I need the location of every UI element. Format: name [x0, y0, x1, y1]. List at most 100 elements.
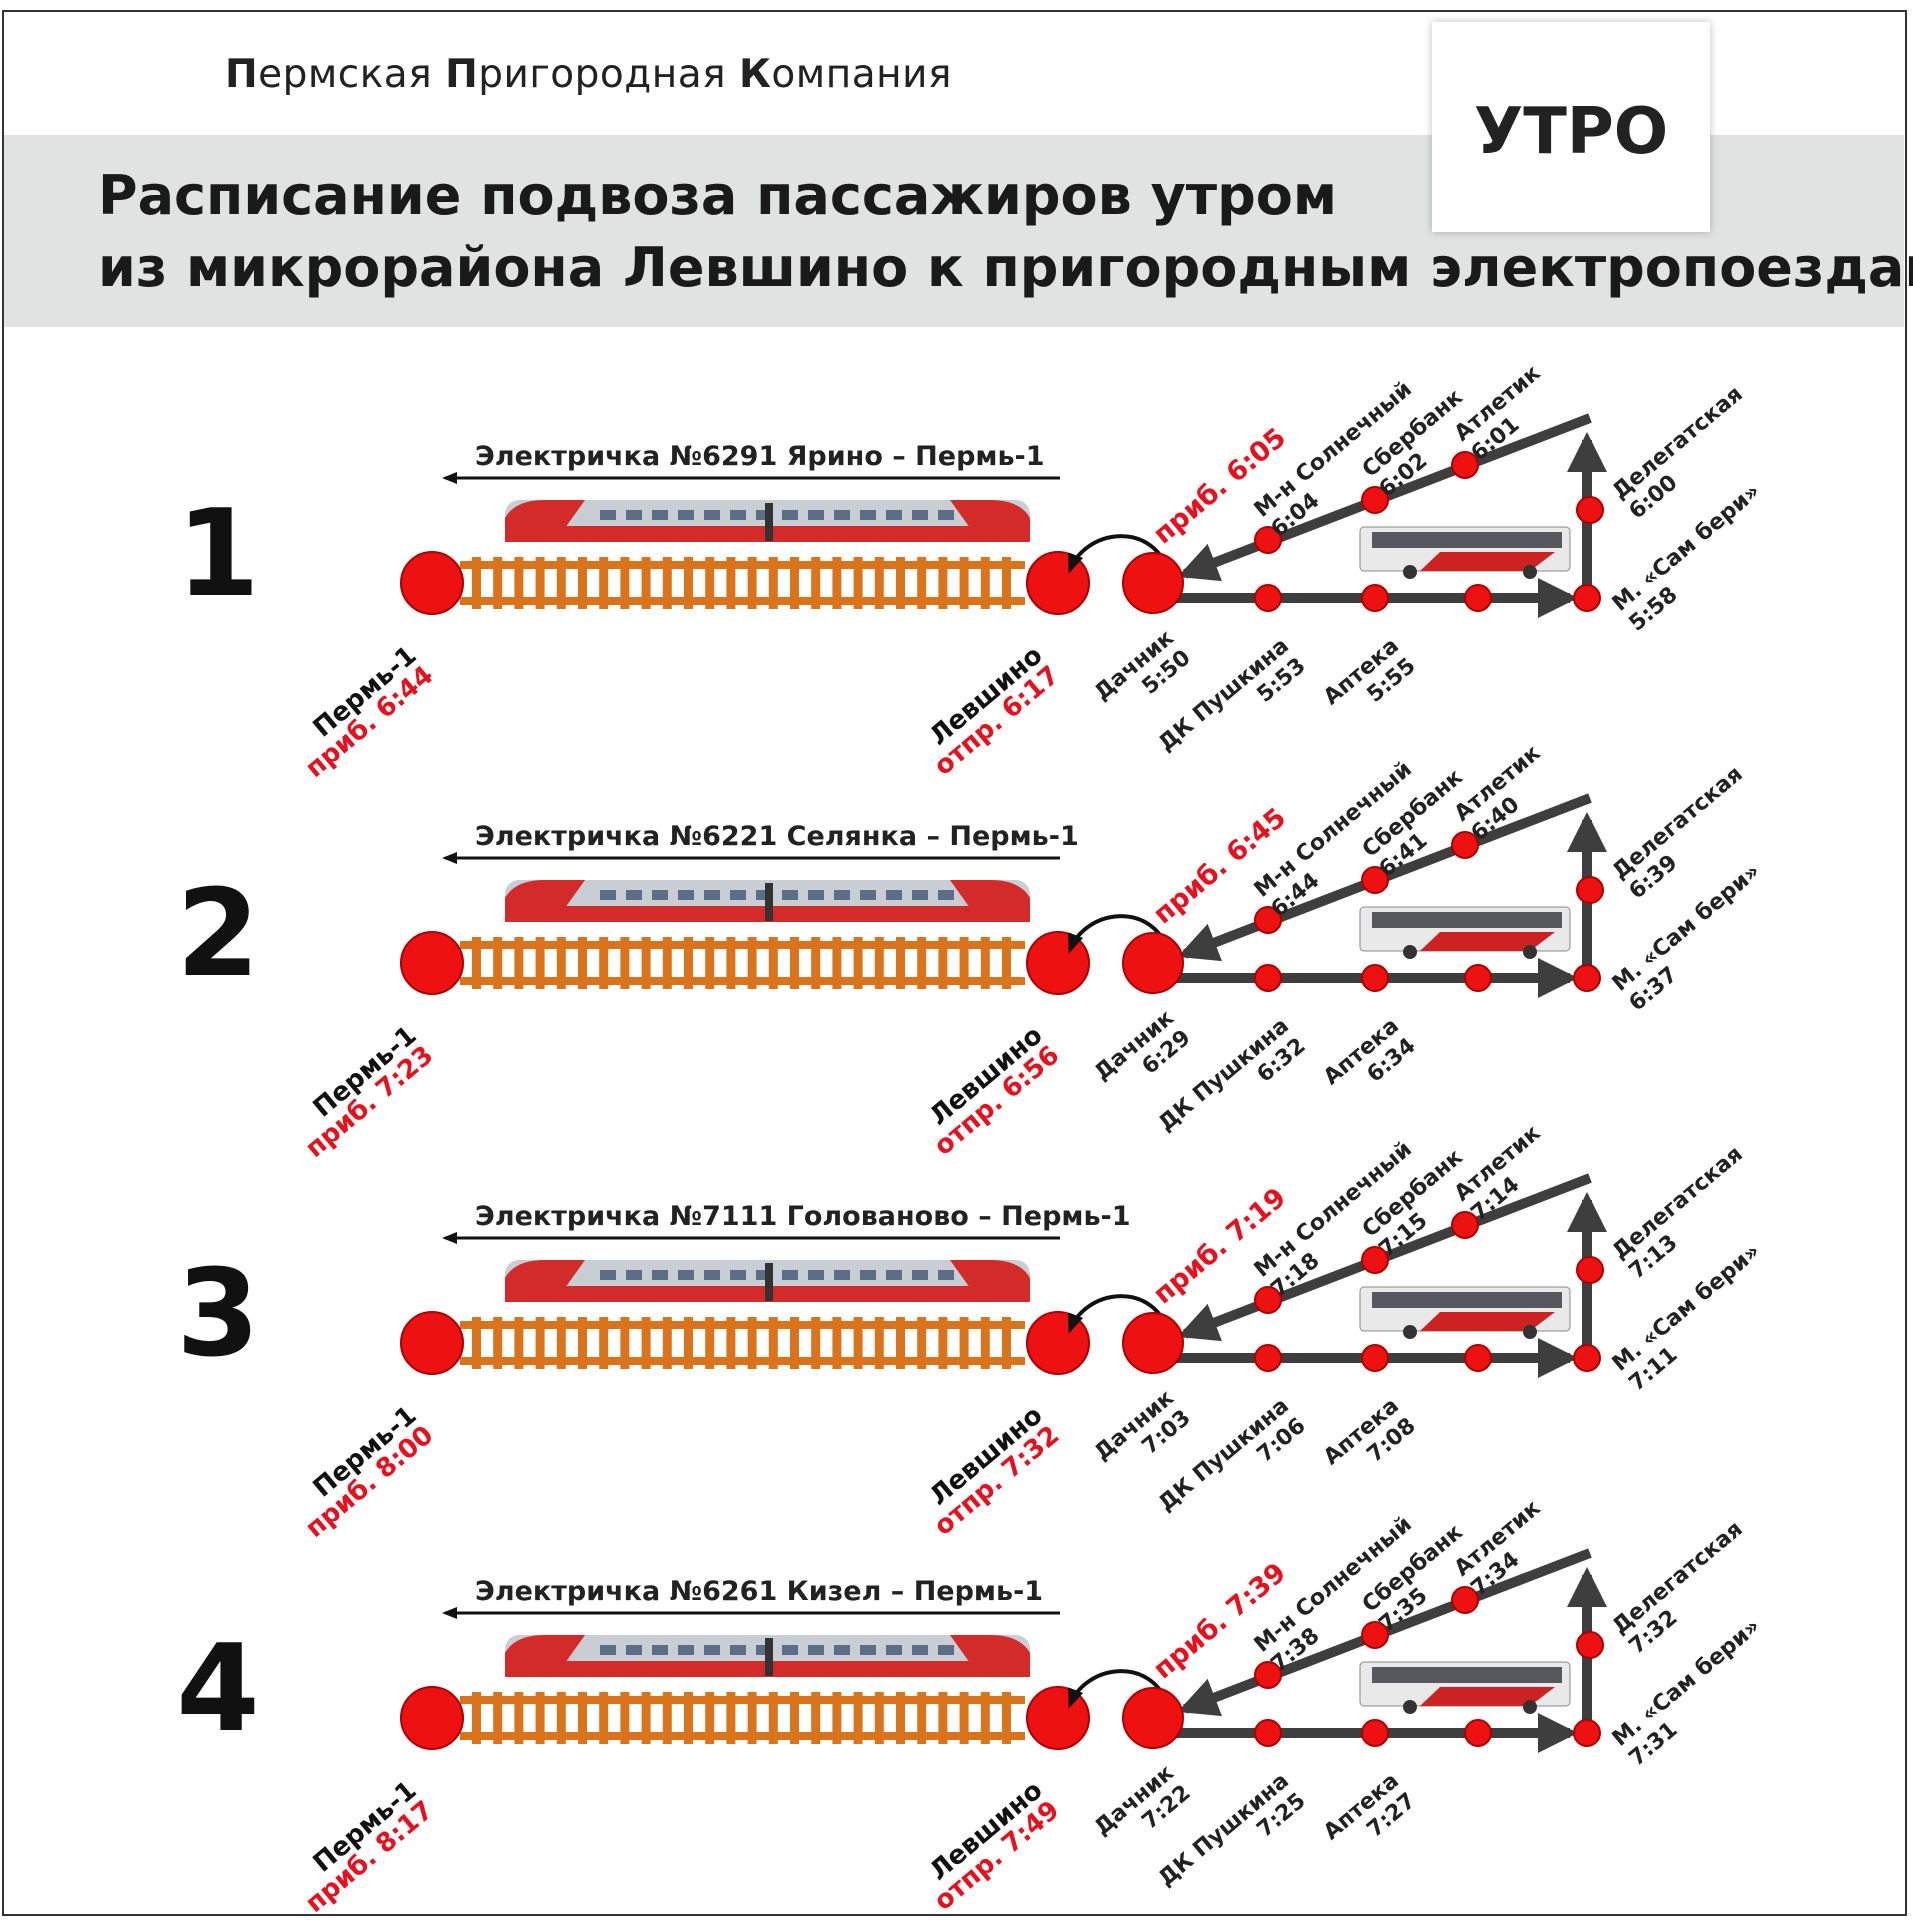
bus-stop-marker	[1254, 1344, 1282, 1372]
bus-stop-marker	[1576, 1631, 1604, 1659]
rail-bottom	[460, 1732, 1025, 1740]
rail-sleeper	[959, 1692, 969, 1744]
train-window	[626, 890, 642, 900]
rail-track	[460, 937, 1025, 989]
rail-sleeper	[811, 1692, 821, 1744]
rail-sleeper	[832, 937, 842, 989]
title-line-2: из микрорайона Левшино к пригородным эле…	[98, 236, 1913, 299]
train-nose-left	[505, 1260, 585, 1302]
train-window	[886, 890, 902, 900]
rail-sleeper	[938, 557, 948, 609]
rail-sleeper	[472, 557, 481, 609]
train-coupling	[765, 883, 773, 921]
bus-stop-marker	[1464, 964, 1492, 992]
train-window	[730, 510, 746, 520]
train-label: Электричка №6261 Кизел – Пермь-1	[475, 1576, 1043, 1607]
rail-sleeper	[620, 1692, 630, 1744]
bus-wheel-rear	[1523, 1325, 1537, 1339]
rail-sleeper	[874, 1317, 884, 1369]
rail-track	[460, 1317, 1025, 1369]
train-window	[886, 1645, 902, 1655]
bus-stop-marker	[1573, 964, 1601, 992]
station-perm-marker	[400, 931, 464, 995]
company-initial-1: П	[225, 52, 259, 97]
bus-icon	[1359, 526, 1571, 579]
bus-stop-marker	[1573, 1719, 1601, 1747]
rail-sleeper	[535, 937, 545, 989]
stop-dachnik-marker	[1122, 1312, 1184, 1374]
bus-stop-marker	[1361, 1719, 1389, 1747]
train-window	[730, 1645, 746, 1655]
rail-sleeper	[874, 937, 884, 989]
rail-sleeper	[853, 1692, 863, 1744]
rail-sleeper	[535, 1317, 545, 1369]
rail-sleeper	[917, 557, 927, 609]
rail-sleeper	[472, 1317, 481, 1369]
train-window	[912, 890, 928, 900]
rail-sleeper	[620, 937, 630, 989]
rail-sleeper	[535, 557, 545, 609]
train-nose-right	[950, 1635, 1030, 1677]
company-word-2: ригородная	[478, 52, 727, 97]
train-window	[834, 1270, 850, 1280]
bus-wheel-rear	[1523, 1700, 1537, 1714]
rail-sleeper	[747, 1692, 757, 1744]
rail-sleeper	[768, 557, 778, 609]
rail-sleeper	[556, 937, 566, 989]
train-window	[834, 890, 850, 900]
rail-sleeper	[938, 1317, 948, 1369]
train-window	[756, 510, 772, 520]
rail-sleeper	[980, 1692, 990, 1744]
rail-sleeper	[556, 557, 566, 609]
rail-sleeper	[832, 557, 842, 609]
rail-sleeper	[514, 1692, 524, 1744]
stop-dachnik-marker	[1122, 932, 1184, 994]
rail-sleeper	[493, 1692, 503, 1744]
rail-sleeper	[1002, 557, 1011, 609]
bus-stop-marker	[1573, 1344, 1601, 1372]
station-levshino-marker	[1026, 1686, 1090, 1750]
rail-sleeper	[726, 1317, 736, 1369]
station-levshino-marker	[1026, 931, 1090, 995]
rail-sleeper	[832, 1692, 842, 1744]
bus-icon	[1359, 1286, 1571, 1339]
rail-sleeper	[705, 1317, 715, 1369]
bus-wheel-front	[1403, 1700, 1417, 1714]
station-perm-marker	[400, 1686, 464, 1750]
rail-sleeper	[472, 937, 481, 989]
train-window	[886, 510, 902, 520]
rail-sleeper	[684, 1317, 693, 1369]
stop-dachnik-marker	[1122, 1687, 1184, 1749]
rail-sleeper	[747, 557, 757, 609]
train-icon	[505, 880, 1030, 922]
rail-sleeper	[599, 557, 609, 609]
train-window	[886, 1270, 902, 1280]
bus-livery	[1420, 1312, 1555, 1331]
train-window	[756, 1645, 772, 1655]
rail-sleeper	[853, 557, 863, 609]
rail-sleeper	[811, 937, 821, 989]
rail-sleeper	[641, 1317, 651, 1369]
train-window	[808, 890, 824, 900]
row-number: 3	[176, 1245, 260, 1384]
rail-sleeper	[641, 937, 651, 989]
train-window	[704, 890, 720, 900]
title-line-1: Расписание подвоза пассажиров утром	[98, 164, 1337, 227]
train-window	[938, 510, 954, 520]
train-icon	[505, 500, 1030, 542]
poster-frame	[2, 10, 1907, 1916]
company-initial-2: П	[445, 52, 479, 97]
rail-sleeper	[1002, 1317, 1011, 1369]
train-window	[600, 1645, 616, 1655]
bus-stop-marker	[1361, 584, 1389, 612]
rail-top	[460, 1696, 1025, 1704]
train-window	[938, 1645, 954, 1655]
